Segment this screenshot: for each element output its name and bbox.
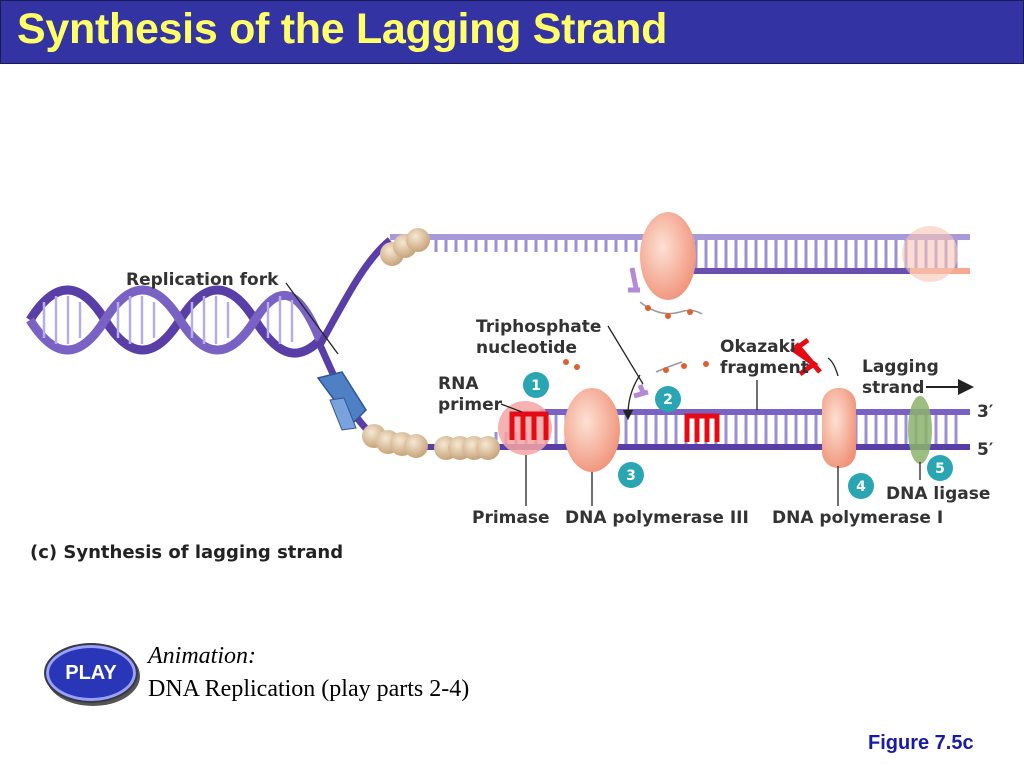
label-rna-primer-2: primer — [438, 395, 503, 415]
step-badge-2: 2 — [663, 392, 673, 408]
double-helix — [26, 285, 325, 358]
label-okazaki-2: fragment — [720, 358, 809, 378]
step-badge-4: 4 — [856, 479, 866, 495]
label-five-prime: 5′ — [977, 440, 994, 460]
label-rna-primer-1: RNA — [438, 374, 479, 394]
lagging-strand-diagram: 1 2 3 4 5 Replication fork Triphosphate … — [26, 212, 994, 563]
play-animation-button[interactable]: PLAY — [44, 643, 138, 703]
diagram-caption: (c) Synthesis of lagging strand — [30, 542, 343, 563]
label-triphosphate-2: nucleotide — [476, 338, 577, 358]
label-triphosphate-1: Triphosphate — [476, 317, 601, 337]
label-dna-ligase: DNA ligase — [886, 484, 990, 504]
title-bar: Synthesis of the Lagging Strand — [0, 0, 1024, 64]
label-dna-polymerase-iii: DNA polymerase III — [565, 508, 749, 528]
label-lagging-2: strand — [862, 378, 924, 398]
label-lagging-1: Lagging — [862, 357, 939, 377]
label-dna-polymerase-i: DNA polymerase I — [772, 508, 943, 528]
step-badge-5: 5 — [935, 461, 945, 477]
animation-name: DNA Replication (play parts 2-4) — [148, 676, 470, 702]
animation-label: Animation: — [148, 643, 256, 669]
leader-lines — [285, 282, 921, 506]
figure-label: Figure 7.5c — [868, 732, 974, 754]
step-badge-3: 3 — [626, 468, 636, 484]
helicase-icon — [316, 371, 367, 431]
lagging-strand-complex — [380, 337, 970, 472]
label-okazaki-1: Okazaki — [720, 337, 796, 357]
upper-fork-arm — [316, 237, 393, 347]
label-replication-fork: Replication fork — [126, 270, 279, 290]
leading-strand — [390, 212, 970, 319]
step-badges: 1 2 3 4 5 — [523, 372, 953, 499]
ssb-proteins-lower — [362, 424, 500, 460]
triphosphate-nucleotides — [563, 359, 709, 399]
label-three-prime: 3′ — [977, 402, 994, 422]
label-primase: Primase — [472, 508, 550, 528]
ssb-proteins-upper — [380, 228, 430, 266]
slide-title: Synthesis of the Lagging Strand — [17, 5, 668, 53]
step-badge-1: 1 — [531, 378, 541, 394]
play-button-label: PLAY — [65, 661, 117, 684]
